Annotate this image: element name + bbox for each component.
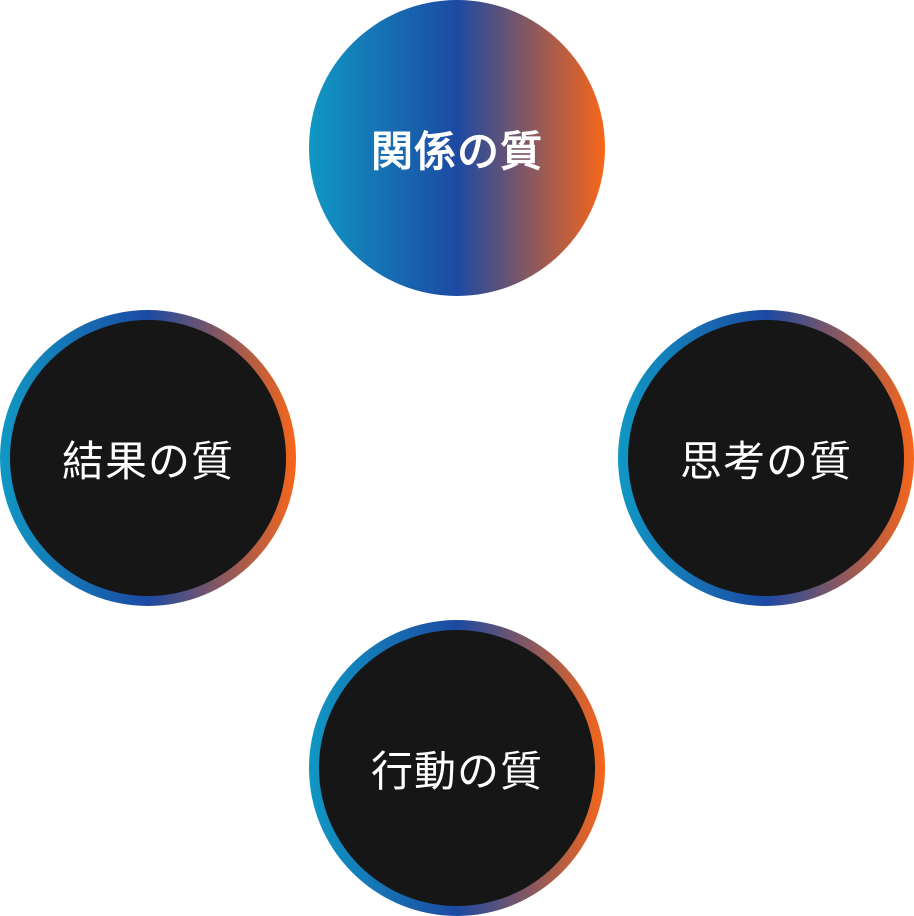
action-quality-circle: 行動の質	[319, 630, 595, 906]
result-quality-circle: 結果の質	[10, 320, 286, 596]
relationship-quality-label: 関係の質	[370, 126, 543, 176]
thinking-quality-node: 思考の質	[618, 310, 914, 606]
result-quality-label: 結果の質	[61, 436, 234, 486]
result-quality-node: 結果の質	[0, 310, 296, 606]
thinking-quality-label: 思考の質	[679, 436, 852, 486]
action-quality-label: 行動の質	[370, 746, 543, 796]
relationship-quality-node: 関係の質	[309, 0, 605, 296]
thinking-quality-circle: 思考の質	[628, 320, 904, 596]
action-quality-node: 行動の質	[309, 620, 605, 916]
